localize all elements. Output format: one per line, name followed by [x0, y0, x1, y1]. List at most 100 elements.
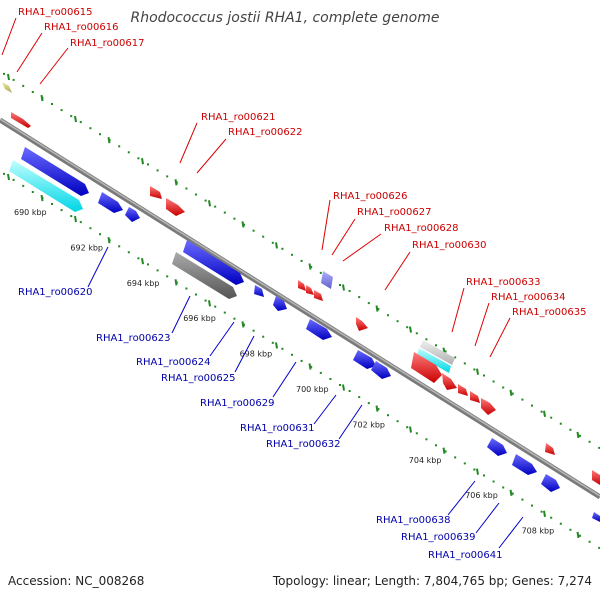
- label-ro00622[interactable]: RHA1_ro00622: [228, 127, 303, 138]
- tick-dot: [291, 253, 293, 256]
- tick-dot: [204, 299, 207, 302]
- label-ro00629[interactable]: RHA1_ro00629: [200, 398, 275, 409]
- gene-ro00631[interactable]: [353, 350, 376, 369]
- ruler-label: 698 kbp: [240, 350, 273, 359]
- genome-backbone: [0, 117, 600, 500]
- gene-ro00633-light[interactable]: [420, 340, 455, 365]
- major-tick: [241, 221, 245, 228]
- gene-ro00618[interactable]: [9, 160, 83, 212]
- label-ro00632[interactable]: RHA1_ro00632: [266, 439, 341, 450]
- tick-dot: [156, 169, 159, 172]
- label-ro00626[interactable]: RHA1_ro00626: [333, 191, 408, 202]
- tick-dot: [12, 78, 15, 81]
- gene-ro00622[interactable]: [166, 198, 185, 216]
- tick-dot: [492, 480, 495, 483]
- gene-ro00619[interactable]: [21, 147, 89, 196]
- gene-ro00644[interactable]: [592, 512, 600, 522]
- gene-ro00637[interactable]: [470, 391, 480, 403]
- tick-dot: [137, 257, 140, 260]
- gene-ro00629-fwd[interactable]: [321, 271, 333, 289]
- tick-dot: [502, 486, 505, 489]
- gene-ro00628[interactable]: [314, 290, 323, 301]
- tick-dot: [118, 145, 121, 148]
- tick-dot: [118, 245, 121, 248]
- label-ro00641[interactable]: RHA1_ro00641: [428, 550, 503, 561]
- label-ro00631[interactable]: RHA1_ro00631: [240, 423, 315, 434]
- label-ro00627[interactable]: RHA1_ro00627: [357, 207, 432, 218]
- gene-ro00616[interactable]: [11, 112, 31, 128]
- gene-ro00630[interactable]: [356, 317, 368, 331]
- label-ro00638[interactable]: RHA1_ro00638: [376, 515, 451, 526]
- label-ro00634[interactable]: RHA1_ro00634: [491, 292, 566, 303]
- major-tick: [174, 279, 178, 286]
- label-ro00624[interactable]: RHA1_ro00624: [136, 357, 211, 368]
- gene-ro00621[interactable]: [150, 186, 162, 199]
- gene-ro00643[interactable]: [592, 470, 600, 485]
- gene-ro00623[interactable]: [172, 252, 237, 299]
- gene-ro00615[interactable]: [2, 82, 12, 93]
- label-ro00639[interactable]: RHA1_ro00639: [401, 532, 476, 543]
- tick-dot: [329, 378, 332, 380]
- major-tick: [141, 158, 144, 165]
- major-tick: [308, 263, 312, 270]
- label-ro00630[interactable]: RHA1_ro00630: [412, 240, 487, 251]
- tick-dot: [483, 374, 485, 377]
- tick-dot: [271, 341, 274, 344]
- tick-dot: [79, 221, 82, 224]
- tick-dot: [598, 446, 600, 449]
- label-ro00621[interactable]: RHA1_ro00621: [201, 112, 276, 123]
- label-ro00628[interactable]: RHA1_ro00628: [384, 223, 459, 234]
- gene-ro00627[interactable]: [306, 285, 314, 295]
- tick-dot: [223, 311, 226, 314]
- map-title: Rhodococcus jostii RHA1, complete genome: [130, 10, 439, 26]
- tick-dot: [310, 365, 313, 368]
- major-tick: [208, 200, 211, 207]
- gene-ro00620b[interactable]: [125, 207, 140, 222]
- major-tick: [576, 531, 580, 539]
- label-ro00623[interactable]: RHA1_ro00623: [96, 333, 171, 344]
- gene-ro00638[interactable]: [487, 438, 507, 456]
- gene-ro00626[interactable]: [298, 280, 306, 291]
- major-tick: [442, 447, 446, 454]
- major-tick: [375, 305, 379, 312]
- gene-ro00629[interactable]: [306, 319, 332, 340]
- tick-dot: [339, 384, 341, 386]
- gene-ro00632[interactable]: [371, 361, 391, 379]
- gene-ro00634[interactable]: [411, 352, 442, 383]
- gene-ro00633[interactable]: [417, 348, 451, 373]
- tick-dot: [156, 269, 159, 272]
- major-tick: [40, 94, 44, 102]
- gene-ro00641[interactable]: [541, 474, 560, 492]
- reverse-leader-lines: [87, 246, 524, 549]
- label-ro00635[interactable]: RHA1_ro00635: [512, 307, 587, 318]
- label-ro00633[interactable]: RHA1_ro00633: [466, 277, 541, 288]
- gene-ro00624[interactable]: [183, 240, 244, 285]
- tick-dot: [358, 296, 361, 299]
- tick-dot: [319, 371, 322, 374]
- major-tick: [208, 300, 211, 307]
- tick-dot: [483, 474, 485, 477]
- tick-dot: [463, 362, 466, 365]
- label-ro00620[interactable]: RHA1_ro00620: [18, 287, 93, 298]
- gene-ro00620[interactable]: [98, 192, 123, 213]
- label-ro00616[interactable]: RHA1_ro00616: [44, 22, 119, 33]
- major-tick: [141, 258, 144, 265]
- label-ro00617[interactable]: RHA1_ro00617: [70, 38, 145, 49]
- gene-ro00640[interactable]: [481, 398, 496, 415]
- gene-ro00639[interactable]: [512, 454, 537, 475]
- gene-ro00625[interactable]: [254, 285, 264, 297]
- tick-dot: [51, 103, 53, 105]
- gene-ro00636[interactable]: [458, 384, 468, 396]
- tick-dot: [185, 187, 188, 190]
- tick-dot: [550, 516, 553, 519]
- label-ro00625[interactable]: RHA1_ro00625: [161, 373, 236, 384]
- tick-dot: [540, 410, 543, 413]
- gene-ro00625b[interactable]: [273, 296, 287, 311]
- label-ro00615[interactable]: RHA1_ro00615: [18, 7, 93, 18]
- gene-ro00642[interactable]: [545, 443, 555, 455]
- tick-dot: [540, 510, 543, 513]
- tick-dot: [300, 259, 303, 262]
- gene-ro00635[interactable]: [442, 373, 457, 390]
- tick-dot: [310, 265, 313, 268]
- tick-dot: [262, 335, 265, 338]
